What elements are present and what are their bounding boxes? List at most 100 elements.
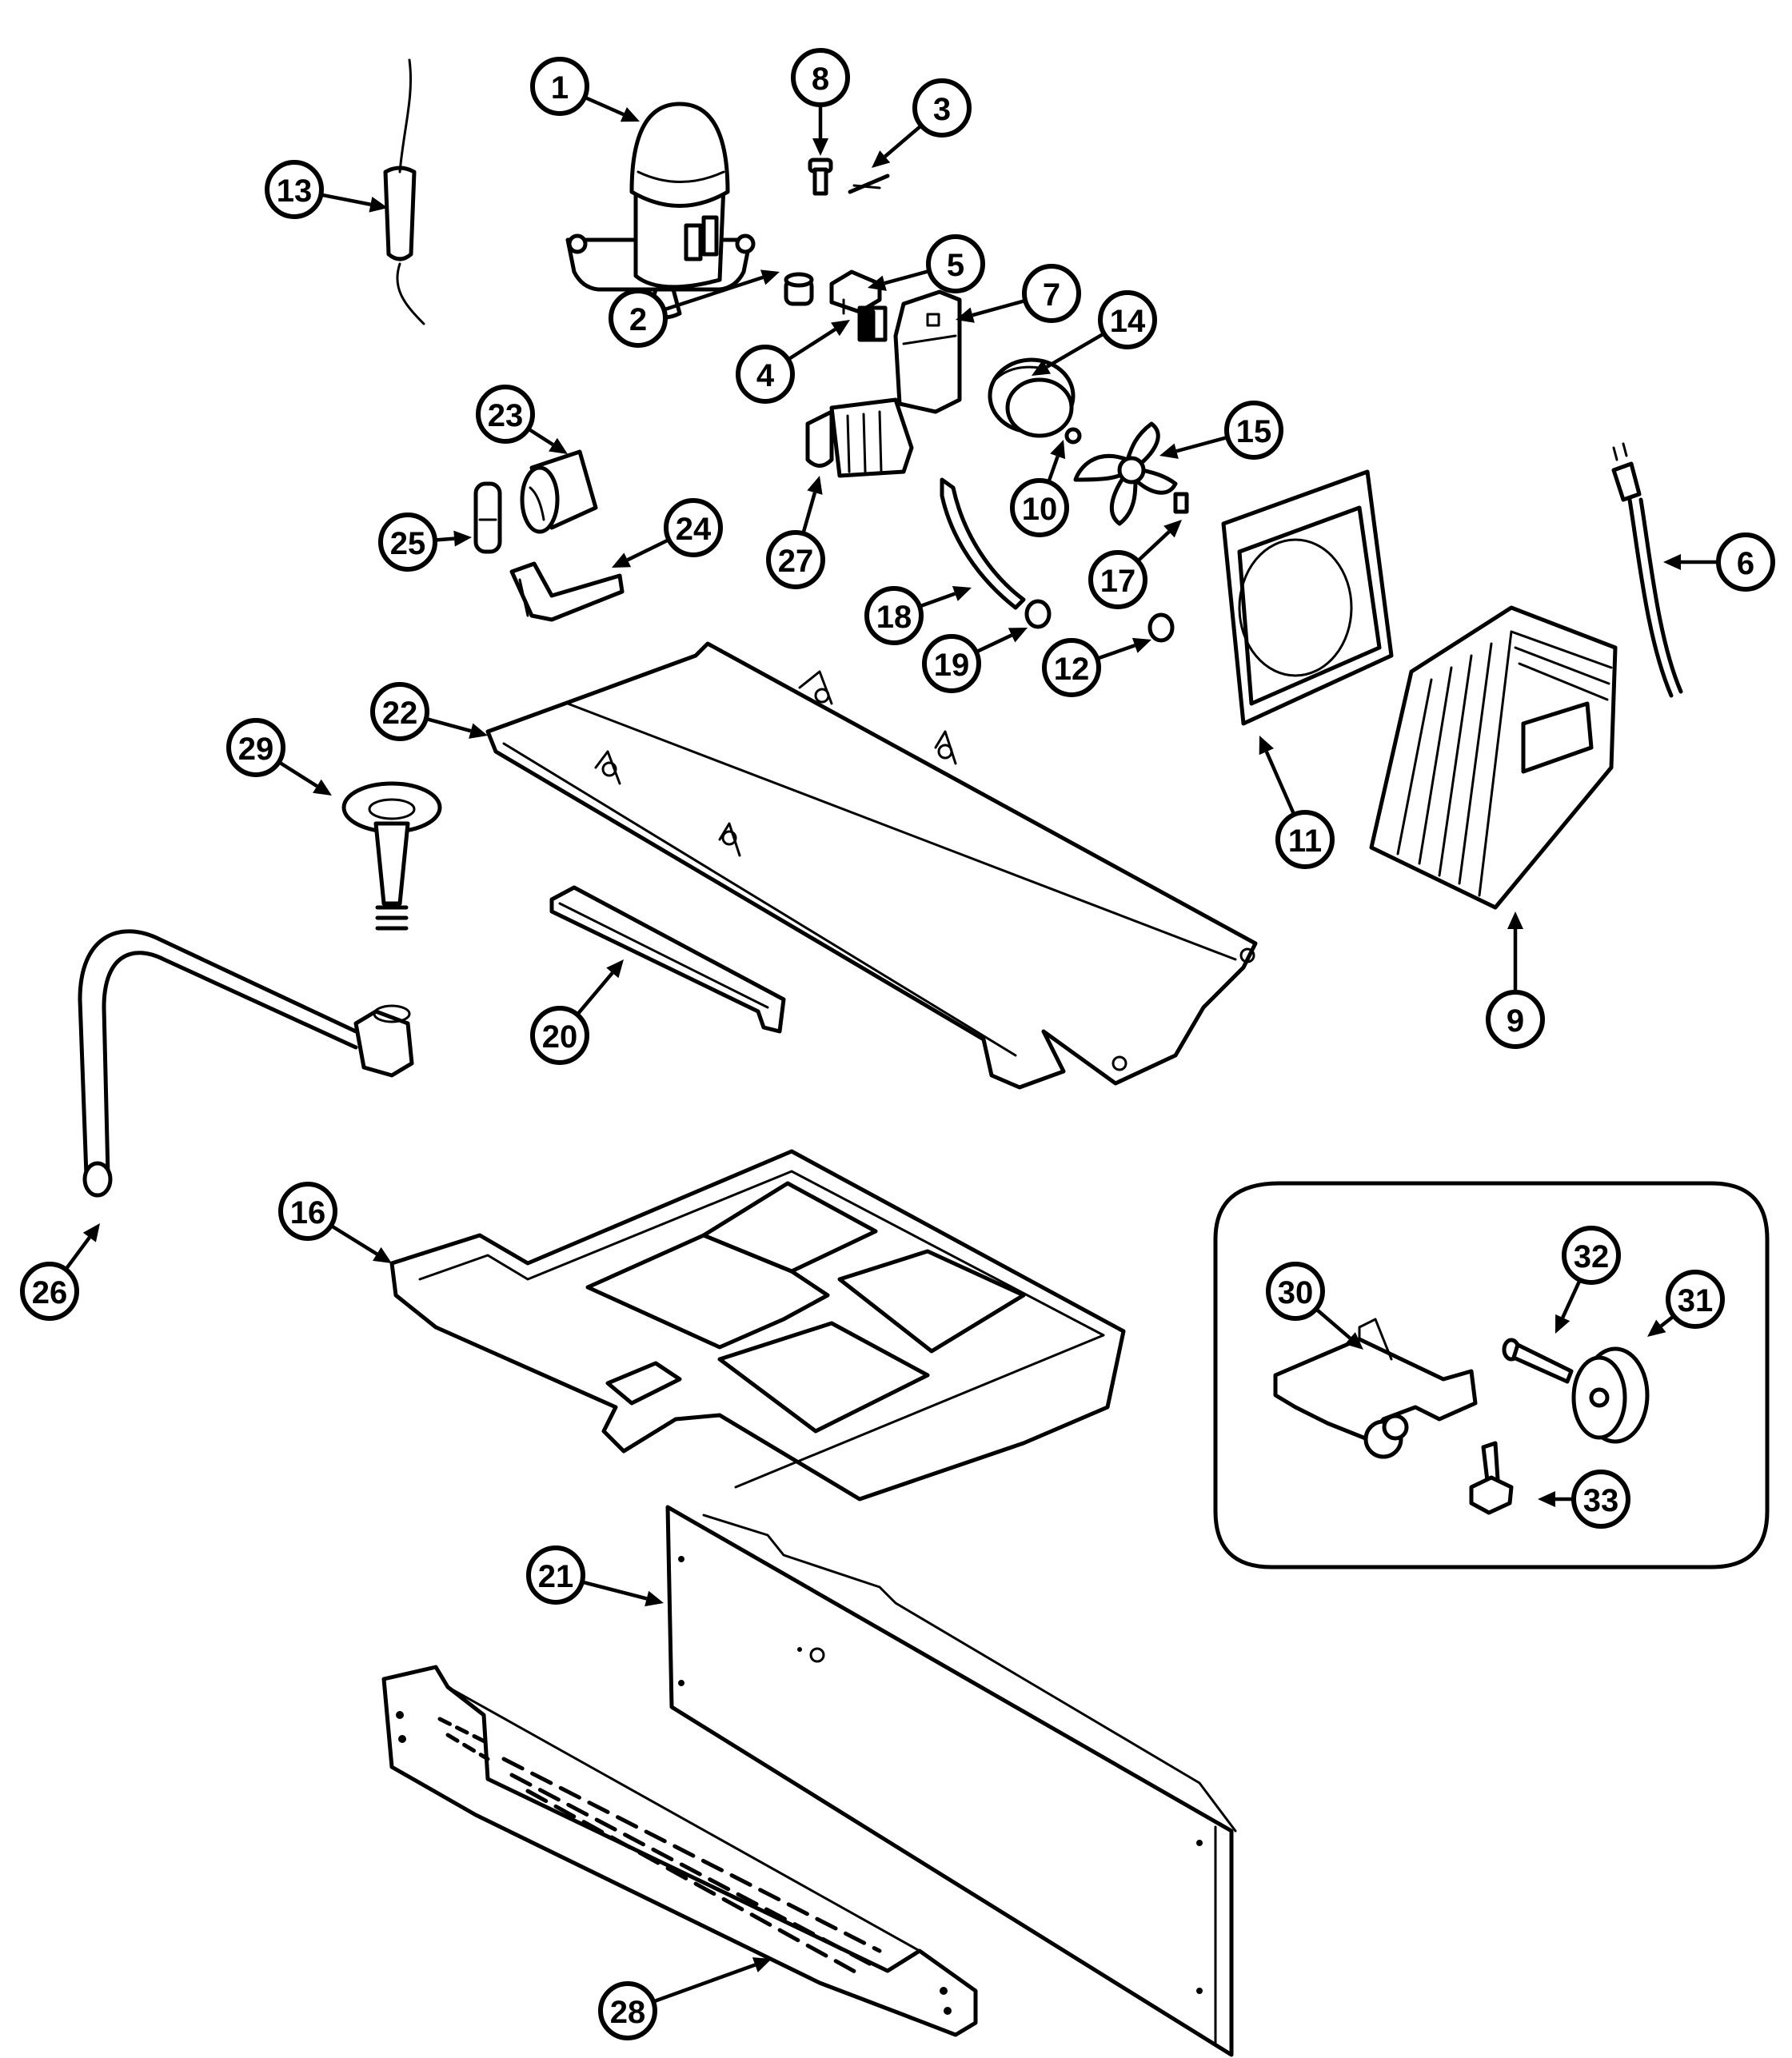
callout-circle (526, 1545, 585, 1605)
callout-number: 23 (488, 398, 524, 433)
leader-line (1136, 530, 1171, 563)
leader-line (581, 1580, 648, 1601)
callout-circle (1098, 290, 1157, 349)
callout-number: 5 (947, 248, 964, 283)
leader-arrowhead (453, 530, 472, 547)
part-access-panel-21 (665, 1505, 1237, 2057)
part-drain-tube-26 (78, 929, 414, 1198)
part-base-rail-22 (485, 641, 1258, 1090)
part-power-cord-6 (1611, 442, 1683, 698)
callout-number: 17 (1100, 564, 1136, 599)
callout-circle (926, 234, 985, 293)
callout-circle (1022, 264, 1081, 323)
callout-number: 7 (1043, 277, 1060, 313)
leader-line (584, 95, 625, 117)
leader-line (972, 298, 1026, 317)
part-condenser-9 (1369, 605, 1618, 910)
part-fan-motor-14 (988, 357, 1082, 445)
callout-number: 11 (1288, 824, 1322, 859)
part-caster-bracket-30 (1273, 1318, 1478, 1459)
callout-number: 22 (382, 696, 418, 731)
leader-arrowhead (831, 320, 850, 337)
callout-11: 11 (1259, 736, 1335, 869)
leader-arrowhead (807, 476, 823, 495)
leader-arrowhead (872, 150, 891, 168)
callout-circle (226, 718, 285, 777)
callout-circle (1224, 401, 1283, 460)
leader-arrowhead (1131, 637, 1151, 653)
callout-circle (766, 530, 825, 589)
inset-caster-box (1213, 1181, 1770, 1569)
callout-16: 16 (278, 1182, 392, 1263)
callout-27: 27 (766, 476, 825, 589)
callout-circle (370, 682, 429, 741)
callout-circle (1266, 1262, 1325, 1321)
callout-number: 8 (812, 62, 829, 97)
callout-circle (922, 634, 981, 693)
part-clip-5 (829, 269, 882, 315)
callout-circle (1571, 1470, 1630, 1529)
callout-number: 9 (1507, 1003, 1524, 1039)
callout-number: 21 (538, 1559, 574, 1594)
callout-number: 18 (876, 600, 912, 635)
leader-line (1315, 1307, 1351, 1340)
leader-line (1045, 332, 1105, 369)
leader-arrowhead (1163, 520, 1182, 538)
leader-arrowhead (645, 1590, 664, 1607)
callout-number: 19 (934, 648, 970, 683)
part-fan-blade-15 (1073, 421, 1178, 526)
callout-number: 14 (1110, 304, 1146, 339)
callout-labels: 1234567891011121314151617181920212223242… (20, 48, 1775, 2040)
callout-14: 14 (1032, 290, 1157, 376)
leader-arrowhead (1159, 443, 1179, 459)
callout-25: 25 (378, 513, 472, 572)
part-grille-28 (381, 1665, 978, 2037)
callout-20: 20 (530, 959, 624, 1065)
callout-8: 8 (791, 48, 850, 156)
callout-23: 23 (476, 385, 568, 454)
callout-number: 20 (542, 1019, 578, 1055)
leader-arrowhead (1259, 736, 1274, 756)
part-bracket-24 (509, 561, 625, 622)
callout-number: 32 (1574, 1239, 1610, 1274)
callout-18: 18 (864, 586, 972, 645)
leader-line (329, 1223, 378, 1256)
callout-circle (378, 513, 437, 572)
leader-line (1659, 1314, 1675, 1328)
leader-line (884, 124, 923, 158)
part-clip-3 (848, 173, 890, 194)
leader-line (1047, 455, 1060, 483)
leader-arrowhead (606, 959, 624, 979)
leader-arrowhead (1663, 554, 1681, 570)
leader-line (626, 537, 670, 562)
callout-3: 3 (872, 78, 972, 168)
callout-32: 32 (1555, 1226, 1621, 1334)
leader-line (884, 269, 930, 285)
callout-number: 27 (778, 544, 814, 579)
callout-26: 26 (20, 1223, 100, 1321)
callout-21: 21 (526, 1545, 664, 1607)
leader-arrowhead (549, 437, 568, 454)
leader-line (787, 327, 836, 361)
leader-arrowhead (1008, 628, 1028, 643)
leader-line (277, 760, 318, 788)
callout-circle (530, 57, 589, 116)
callout-circle (265, 160, 324, 219)
part-leveling-leg-33 (1469, 1441, 1514, 1515)
callout-4: 4 (736, 320, 850, 404)
callout-circle (864, 586, 924, 645)
leader-line (663, 275, 764, 312)
leader-line (425, 716, 472, 733)
callout-number: 3 (933, 92, 951, 127)
callout-19: 19 (922, 628, 1028, 693)
leader-arrowhead (1647, 1319, 1666, 1337)
callout-33: 33 (1538, 1470, 1630, 1529)
leader-arrowhead (1555, 1314, 1570, 1334)
callout-29: 29 (226, 718, 332, 796)
part-channel-20 (549, 885, 786, 1034)
leader-arrowhead (369, 196, 388, 213)
callout-number: 6 (1737, 546, 1754, 581)
callout-circle (736, 345, 795, 404)
leader-arrowhead (1032, 360, 1052, 376)
